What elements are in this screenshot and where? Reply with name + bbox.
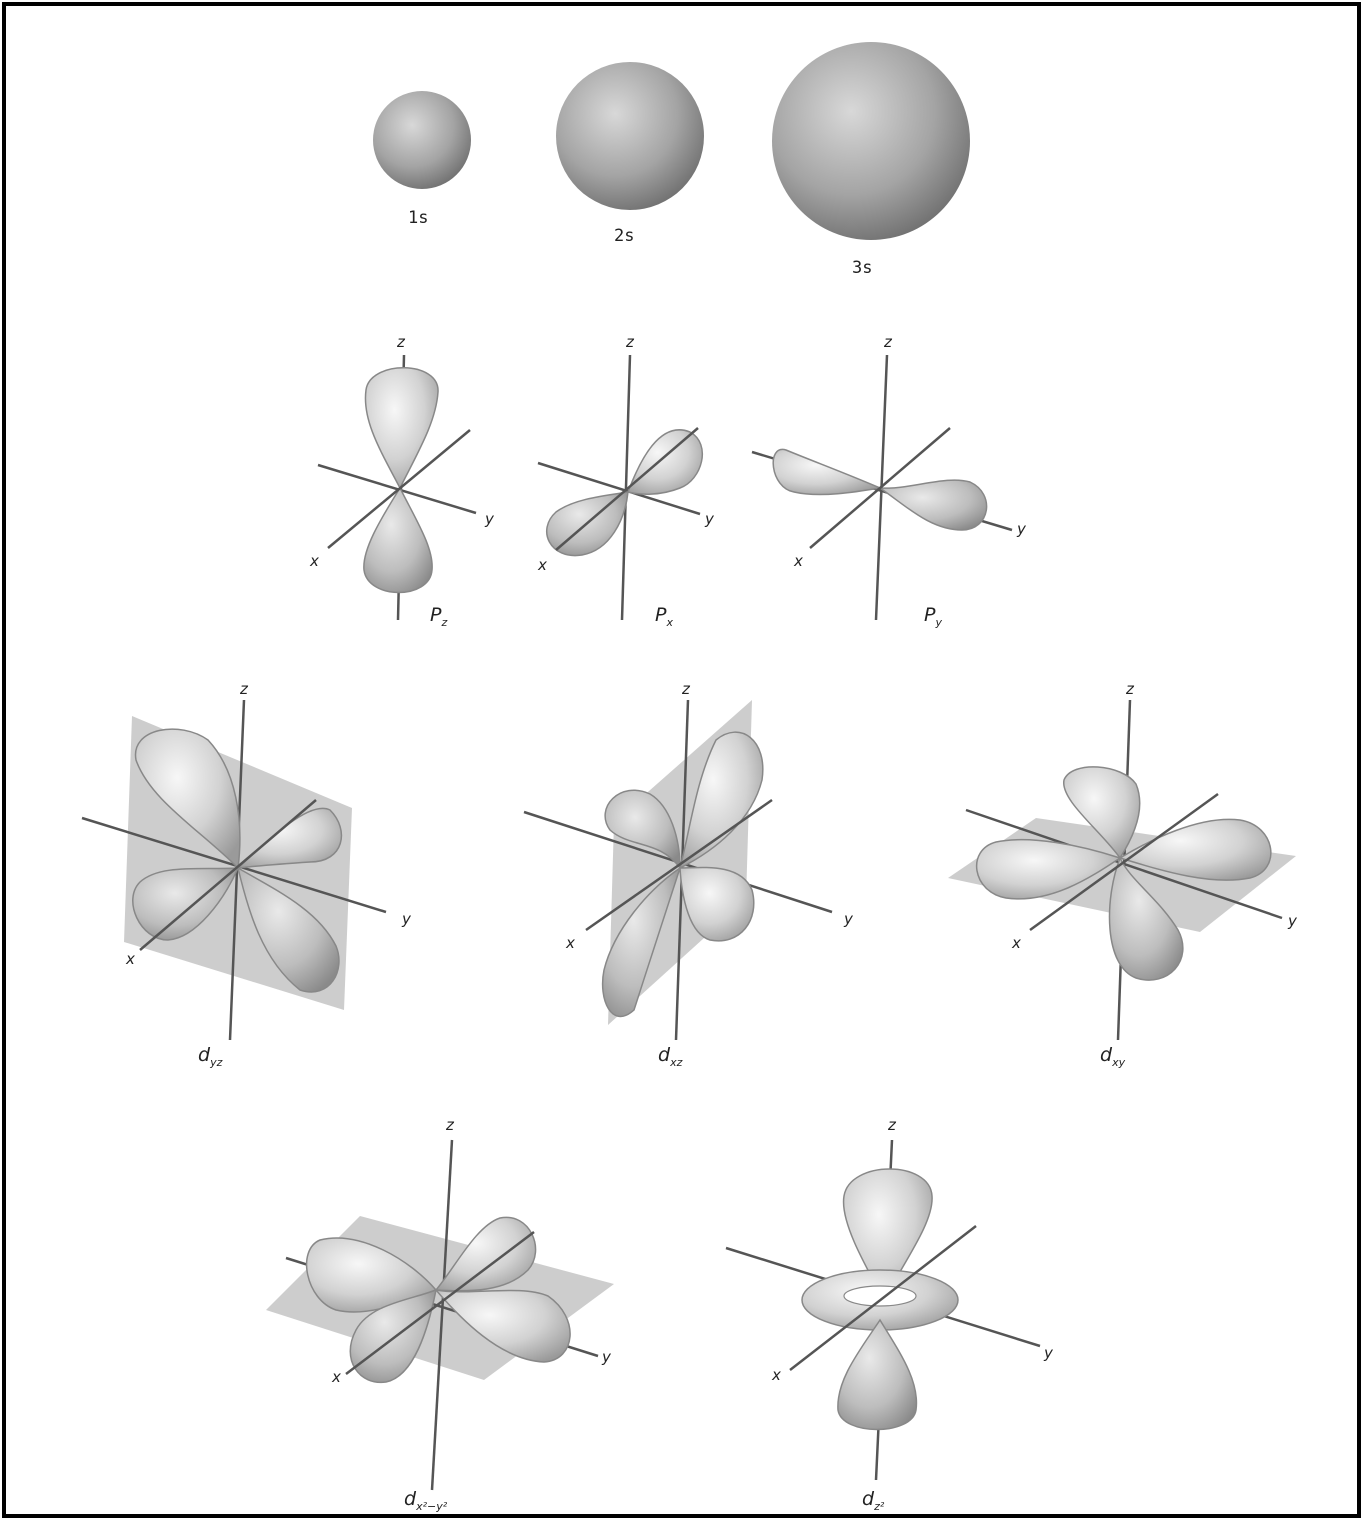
- axis-z-pz: z: [397, 333, 405, 351]
- orbital-2s: [556, 62, 704, 210]
- label-px: Px: [655, 604, 673, 629]
- axis-x-dz2: x: [772, 1366, 781, 1384]
- axis-z-dx2y2: z: [446, 1116, 454, 1134]
- axis-y-px: y: [705, 510, 714, 528]
- axis-z-dz2: z: [888, 1116, 896, 1134]
- axis-z-dxz: z: [682, 680, 690, 698]
- label-dyz: dyz: [198, 1044, 222, 1069]
- label-dxy: dxy: [1100, 1044, 1125, 1069]
- orbital-dx2-y2: [266, 1140, 614, 1490]
- orbital-dxy: [948, 700, 1296, 1040]
- axis-x-dxz: x: [566, 934, 575, 952]
- axis-z-dxy: z: [1126, 680, 1134, 698]
- axis-z-dyz: z: [240, 680, 248, 698]
- orbital-py: [752, 355, 1012, 620]
- label-pz: Pz: [430, 604, 447, 629]
- axis-y-py: y: [1017, 520, 1026, 538]
- axis-x-dx2y2: x: [332, 1368, 341, 1386]
- orbital-pz: [318, 355, 476, 620]
- axis-y-pz: y: [485, 510, 494, 528]
- axis-x-dyz: x: [126, 950, 135, 968]
- orbital-dz2: [726, 1140, 1040, 1480]
- label-dxz: dxz: [658, 1044, 682, 1069]
- axis-x-py: x: [794, 552, 803, 570]
- orbital-3s: [772, 42, 970, 240]
- axis-y-dx2y2: y: [602, 1348, 611, 1366]
- axis-x-dxy: x: [1012, 934, 1021, 952]
- axis-y-dxz: y: [844, 910, 853, 928]
- axis-y-dz2: y: [1044, 1344, 1053, 1362]
- label-3s: 3s: [852, 258, 872, 278]
- label-dx2-y2: dx²−y²: [404, 1488, 447, 1513]
- orbital-dyz: [82, 700, 386, 1040]
- label-1s: 1s: [408, 208, 428, 228]
- axis-z-px: z: [626, 333, 634, 351]
- axis-z-py: z: [884, 333, 892, 351]
- label-dz2: dz²: [862, 1488, 884, 1513]
- orbital-dxz: [524, 700, 832, 1040]
- label-2s: 2s: [614, 226, 634, 246]
- axis-x-px: x: [538, 556, 547, 574]
- axis-y-dxy: y: [1288, 912, 1297, 930]
- axis-y-dyz: y: [402, 910, 411, 928]
- orbital-1s: [373, 91, 471, 189]
- axis-x-pz: x: [310, 552, 319, 570]
- label-py: Py: [924, 604, 942, 629]
- orbital-px: [538, 355, 702, 620]
